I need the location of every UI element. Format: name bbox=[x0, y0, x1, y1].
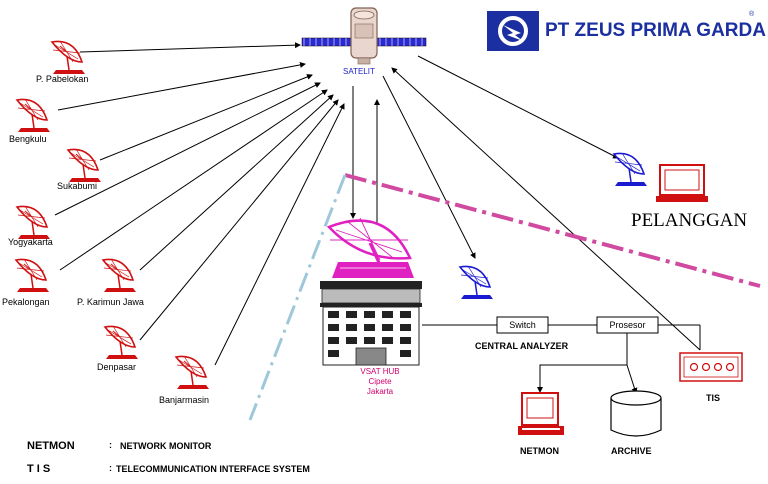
central-analyzer-title: CENTRAL ANALYZER bbox=[475, 341, 569, 351]
legend-tis-sep: : bbox=[109, 463, 112, 473]
netmon-computer-icon bbox=[518, 392, 564, 435]
site-label-denpasar: Denpasar bbox=[97, 362, 137, 372]
company-logo: PT ZEUS PRIMA GARDA ® bbox=[487, 11, 766, 51]
analyzer-links bbox=[422, 324, 701, 394]
hub-label-line2: Cipete bbox=[368, 377, 392, 386]
hub-label-line3: Jakarta bbox=[366, 387, 394, 396]
customer-label: PELANGGAN bbox=[631, 210, 748, 231]
switch-label: Switch bbox=[509, 320, 536, 330]
customer-computer-icon bbox=[656, 164, 708, 202]
archive-label: ARCHIVE bbox=[611, 446, 652, 456]
prosesor-label: Prosesor bbox=[609, 320, 646, 330]
netmon-label: NETMON bbox=[520, 446, 559, 456]
site-links bbox=[54, 42, 345, 366]
site-label-yogyakarta: Yogyakarta bbox=[8, 237, 53, 247]
legend-netmon-desc: NETWORK MONITOR bbox=[120, 441, 212, 451]
legend-netmon-abbr: NETMON bbox=[27, 440, 75, 452]
switch-box bbox=[496, 316, 549, 334]
lightning-icon bbox=[498, 16, 528, 46]
legend-tis-abbr: T I S bbox=[27, 463, 51, 475]
hub-dish-icon bbox=[326, 217, 414, 278]
satellite-label: SATELIT bbox=[343, 67, 375, 76]
archive-storage-icon bbox=[610, 390, 662, 437]
other-links bbox=[382, 55, 701, 351]
site-label-pabelokan: P. Pabelokan bbox=[36, 74, 89, 84]
satellite-icon bbox=[301, 7, 427, 65]
logo-emblem bbox=[487, 11, 539, 51]
customer-dish-icon bbox=[613, 152, 648, 187]
legend-tis-desc: TELECOMMUNICATION INTERFACE SYSTEM bbox=[116, 464, 310, 474]
site-label-bengkulu: Bengkulu bbox=[9, 134, 47, 144]
hub-building-icon bbox=[320, 281, 422, 366]
company-name: PT ZEUS PRIMA GARDA bbox=[545, 20, 766, 41]
prosesor-box bbox=[596, 316, 659, 334]
analyzer-dish-icon bbox=[459, 265, 494, 300]
tis-label: TIS bbox=[706, 393, 721, 403]
hub-label: VSAT HUB Cipete Jakarta bbox=[355, 367, 405, 397]
site-label-pekalongan: Pekalongan bbox=[2, 297, 50, 307]
site-dishes bbox=[15, 40, 210, 390]
site-label-banjarmasin: Banjarmasin bbox=[159, 395, 210, 405]
hub-links bbox=[350, 86, 380, 228]
legend-netmon-sep: : bbox=[109, 440, 112, 450]
hub-label-line1: VSAT HUB bbox=[360, 367, 400, 376]
site-label-karimun-jawa: P. Karimun Jawa bbox=[77, 297, 144, 307]
tis-device-icon bbox=[679, 352, 743, 382]
boundary-lines bbox=[248, 173, 761, 421]
site-label-sukabumi: Sukabumi bbox=[57, 181, 98, 191]
registered-mark: ® bbox=[749, 11, 755, 18]
